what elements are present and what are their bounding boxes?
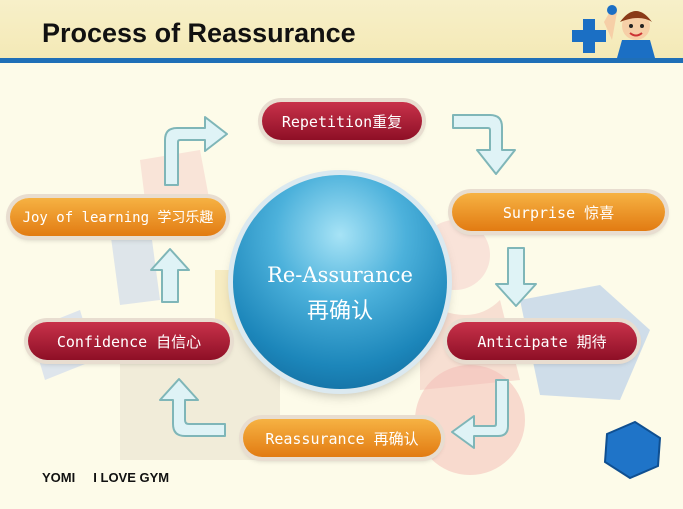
arrow-icon	[452, 114, 516, 175]
step-reassurance: Reassurance 再确认	[243, 419, 441, 457]
step-surprise: Surprise 惊喜	[452, 193, 665, 231]
blue-cross-icon	[572, 19, 606, 53]
header-bar	[0, 58, 683, 63]
arrow-icon	[150, 248, 190, 303]
step-joy-of-learning: Joy of learning 学习乐趣	[10, 198, 226, 236]
step-label: Surprise 惊喜	[502, 203, 615, 222]
arrow-icon	[159, 378, 226, 437]
step-label: Joy of learning 学习乐趣	[22, 210, 214, 226]
step-anticipate: Anticipate 期待	[447, 322, 637, 360]
arrow-icon	[164, 116, 228, 186]
center-sphere: Re-Assurance 再确认	[233, 175, 447, 389]
arrow-icon	[495, 247, 537, 307]
center-subtitle: 再确认	[306, 299, 373, 324]
footer-text: YOMI I LOVE GYM	[42, 470, 170, 485]
step-label: Anticipate 期待	[477, 332, 607, 351]
center-title: Re-Assurance	[267, 263, 413, 287]
step-label: Reassurance 再确认	[265, 429, 419, 448]
slide-title: Process of Reassurance	[42, 18, 356, 48]
step-label: Repetition重复	[281, 112, 403, 131]
step-repetition: Repetition重复	[262, 102, 422, 140]
step-confidence: Confidence 自信心	[28, 322, 230, 360]
arrow-icon	[451, 379, 509, 449]
step-label: Confidence 自信心	[56, 332, 202, 351]
header	[0, 0, 683, 58]
